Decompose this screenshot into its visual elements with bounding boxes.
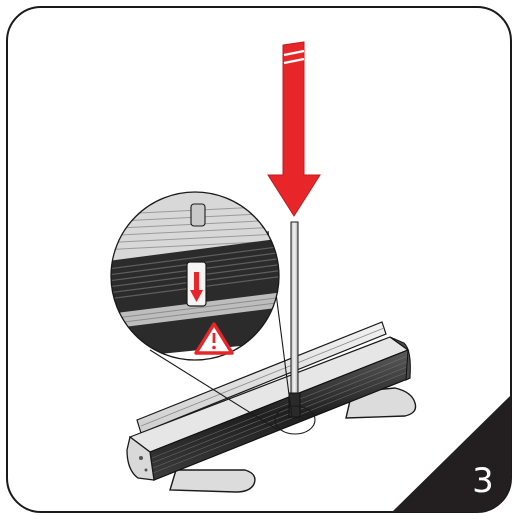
support-pole (288, 221, 301, 418)
right-end-cap (389, 336, 411, 381)
banner-stand-base (126, 321, 417, 493)
step-number: 3 (472, 461, 494, 501)
step-corner (392, 395, 511, 512)
detail-target-ring (274, 405, 316, 435)
left-foot (169, 469, 256, 493)
down-arrow-icon (267, 41, 321, 217)
warning-triangle-icon (194, 322, 234, 355)
magnifier-guide-bottom (149, 349, 279, 431)
